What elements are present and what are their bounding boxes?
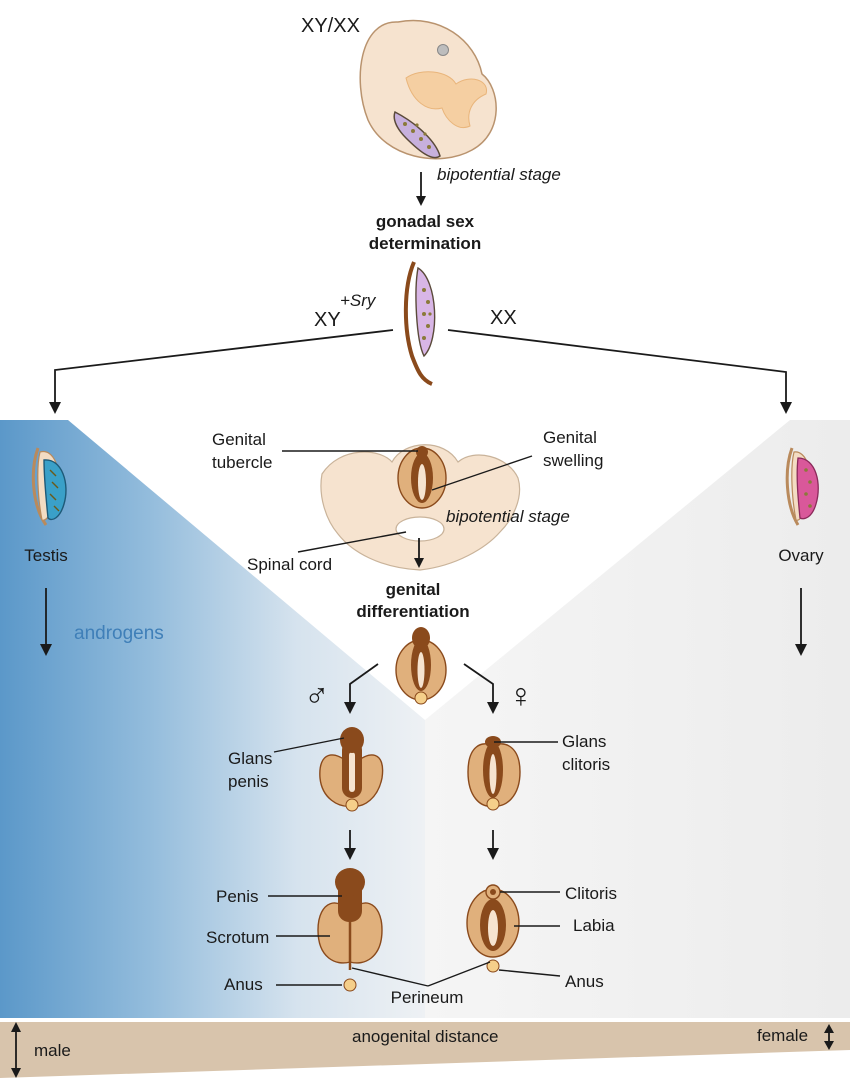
spinal-cord-label: Spinal cord bbox=[247, 555, 332, 574]
female-gray-panel bbox=[425, 420, 850, 1018]
embryo-illustration bbox=[359, 19, 497, 160]
glans-clitoris-label-1: Glans bbox=[562, 732, 606, 751]
genital-label: genital bbox=[386, 580, 441, 599]
testis-illustration bbox=[31, 447, 67, 526]
branch-lines bbox=[49, 329, 792, 414]
perineum-pointers bbox=[351, 961, 491, 987]
labia-label: Labia bbox=[573, 916, 615, 935]
xy-label: XY bbox=[314, 309, 341, 331]
xx-label: XX bbox=[490, 307, 517, 329]
anogenital-wedge bbox=[0, 1022, 850, 1078]
male-label: male bbox=[34, 1041, 71, 1060]
female-label: female bbox=[757, 1026, 808, 1045]
glans-penis-label-2: penis bbox=[228, 772, 269, 791]
differentiating-genital bbox=[395, 627, 447, 705]
arrow-testis bbox=[40, 588, 52, 656]
gonadal-sex-label: gonadal sex bbox=[376, 212, 475, 231]
arrows-to-final bbox=[344, 830, 499, 860]
glans-penis-label-1: Glans bbox=[228, 749, 272, 768]
male-final-pointers bbox=[268, 895, 342, 986]
sry-label: +Sry bbox=[340, 291, 377, 310]
male-final-genital bbox=[317, 868, 383, 992]
background-panels bbox=[0, 420, 850, 1018]
female-final-pointers bbox=[498, 891, 561, 977]
androgens-label: androgens bbox=[74, 623, 164, 644]
male-gradient-panel bbox=[0, 420, 425, 1018]
male-intermediate-genital bbox=[319, 727, 384, 812]
karyotype-label: XY/XX bbox=[301, 15, 360, 37]
female-symbol: ♀ bbox=[508, 677, 534, 715]
bipotential-gonad bbox=[403, 261, 436, 386]
differentiation-label: differentiation bbox=[356, 602, 469, 621]
glans-penis-pointer bbox=[273, 737, 345, 753]
ovary-label: Ovary bbox=[778, 546, 824, 565]
male-symbol: ♂ bbox=[304, 677, 330, 715]
genital-swelling-label-2: swelling bbox=[543, 451, 603, 470]
testis-label: Testis bbox=[24, 546, 67, 565]
arrow-to-genital-diff bbox=[414, 538, 424, 568]
penis-label: Penis bbox=[216, 887, 259, 906]
female-intermediate-genital bbox=[467, 736, 521, 811]
scrotum-label: Scrotum bbox=[206, 928, 269, 947]
split-arrows bbox=[344, 663, 499, 714]
arrow-to-gonadal bbox=[416, 172, 426, 206]
anogenital-distance-label: anogenital distance bbox=[352, 1027, 499, 1046]
male-anus-label: Anus bbox=[224, 975, 263, 994]
arrow-ovary bbox=[795, 588, 807, 656]
determination-label: determination bbox=[369, 234, 481, 253]
bipotential-stage-label-top: bipotential stage bbox=[437, 165, 561, 184]
glans-clitoris-label-2: clitoris bbox=[562, 755, 610, 774]
female-final-genital bbox=[466, 884, 520, 973]
ovary-illustration bbox=[785, 447, 819, 526]
genital-tubercle-label-2: tubercle bbox=[212, 453, 272, 472]
genital-swelling-label-1: Genital bbox=[543, 428, 597, 447]
pointers-bipotential bbox=[282, 450, 533, 553]
genital-tubercle-label-1: Genital bbox=[212, 430, 266, 449]
female-anus-label: Anus bbox=[565, 972, 604, 991]
anogenital-band: male anogenital distance female bbox=[0, 1022, 850, 1078]
clitoris-label: Clitoris bbox=[565, 884, 617, 903]
bipotential-stage-label-mid: bipotential stage bbox=[446, 507, 570, 526]
perineum-label: Perineum bbox=[391, 988, 464, 1007]
